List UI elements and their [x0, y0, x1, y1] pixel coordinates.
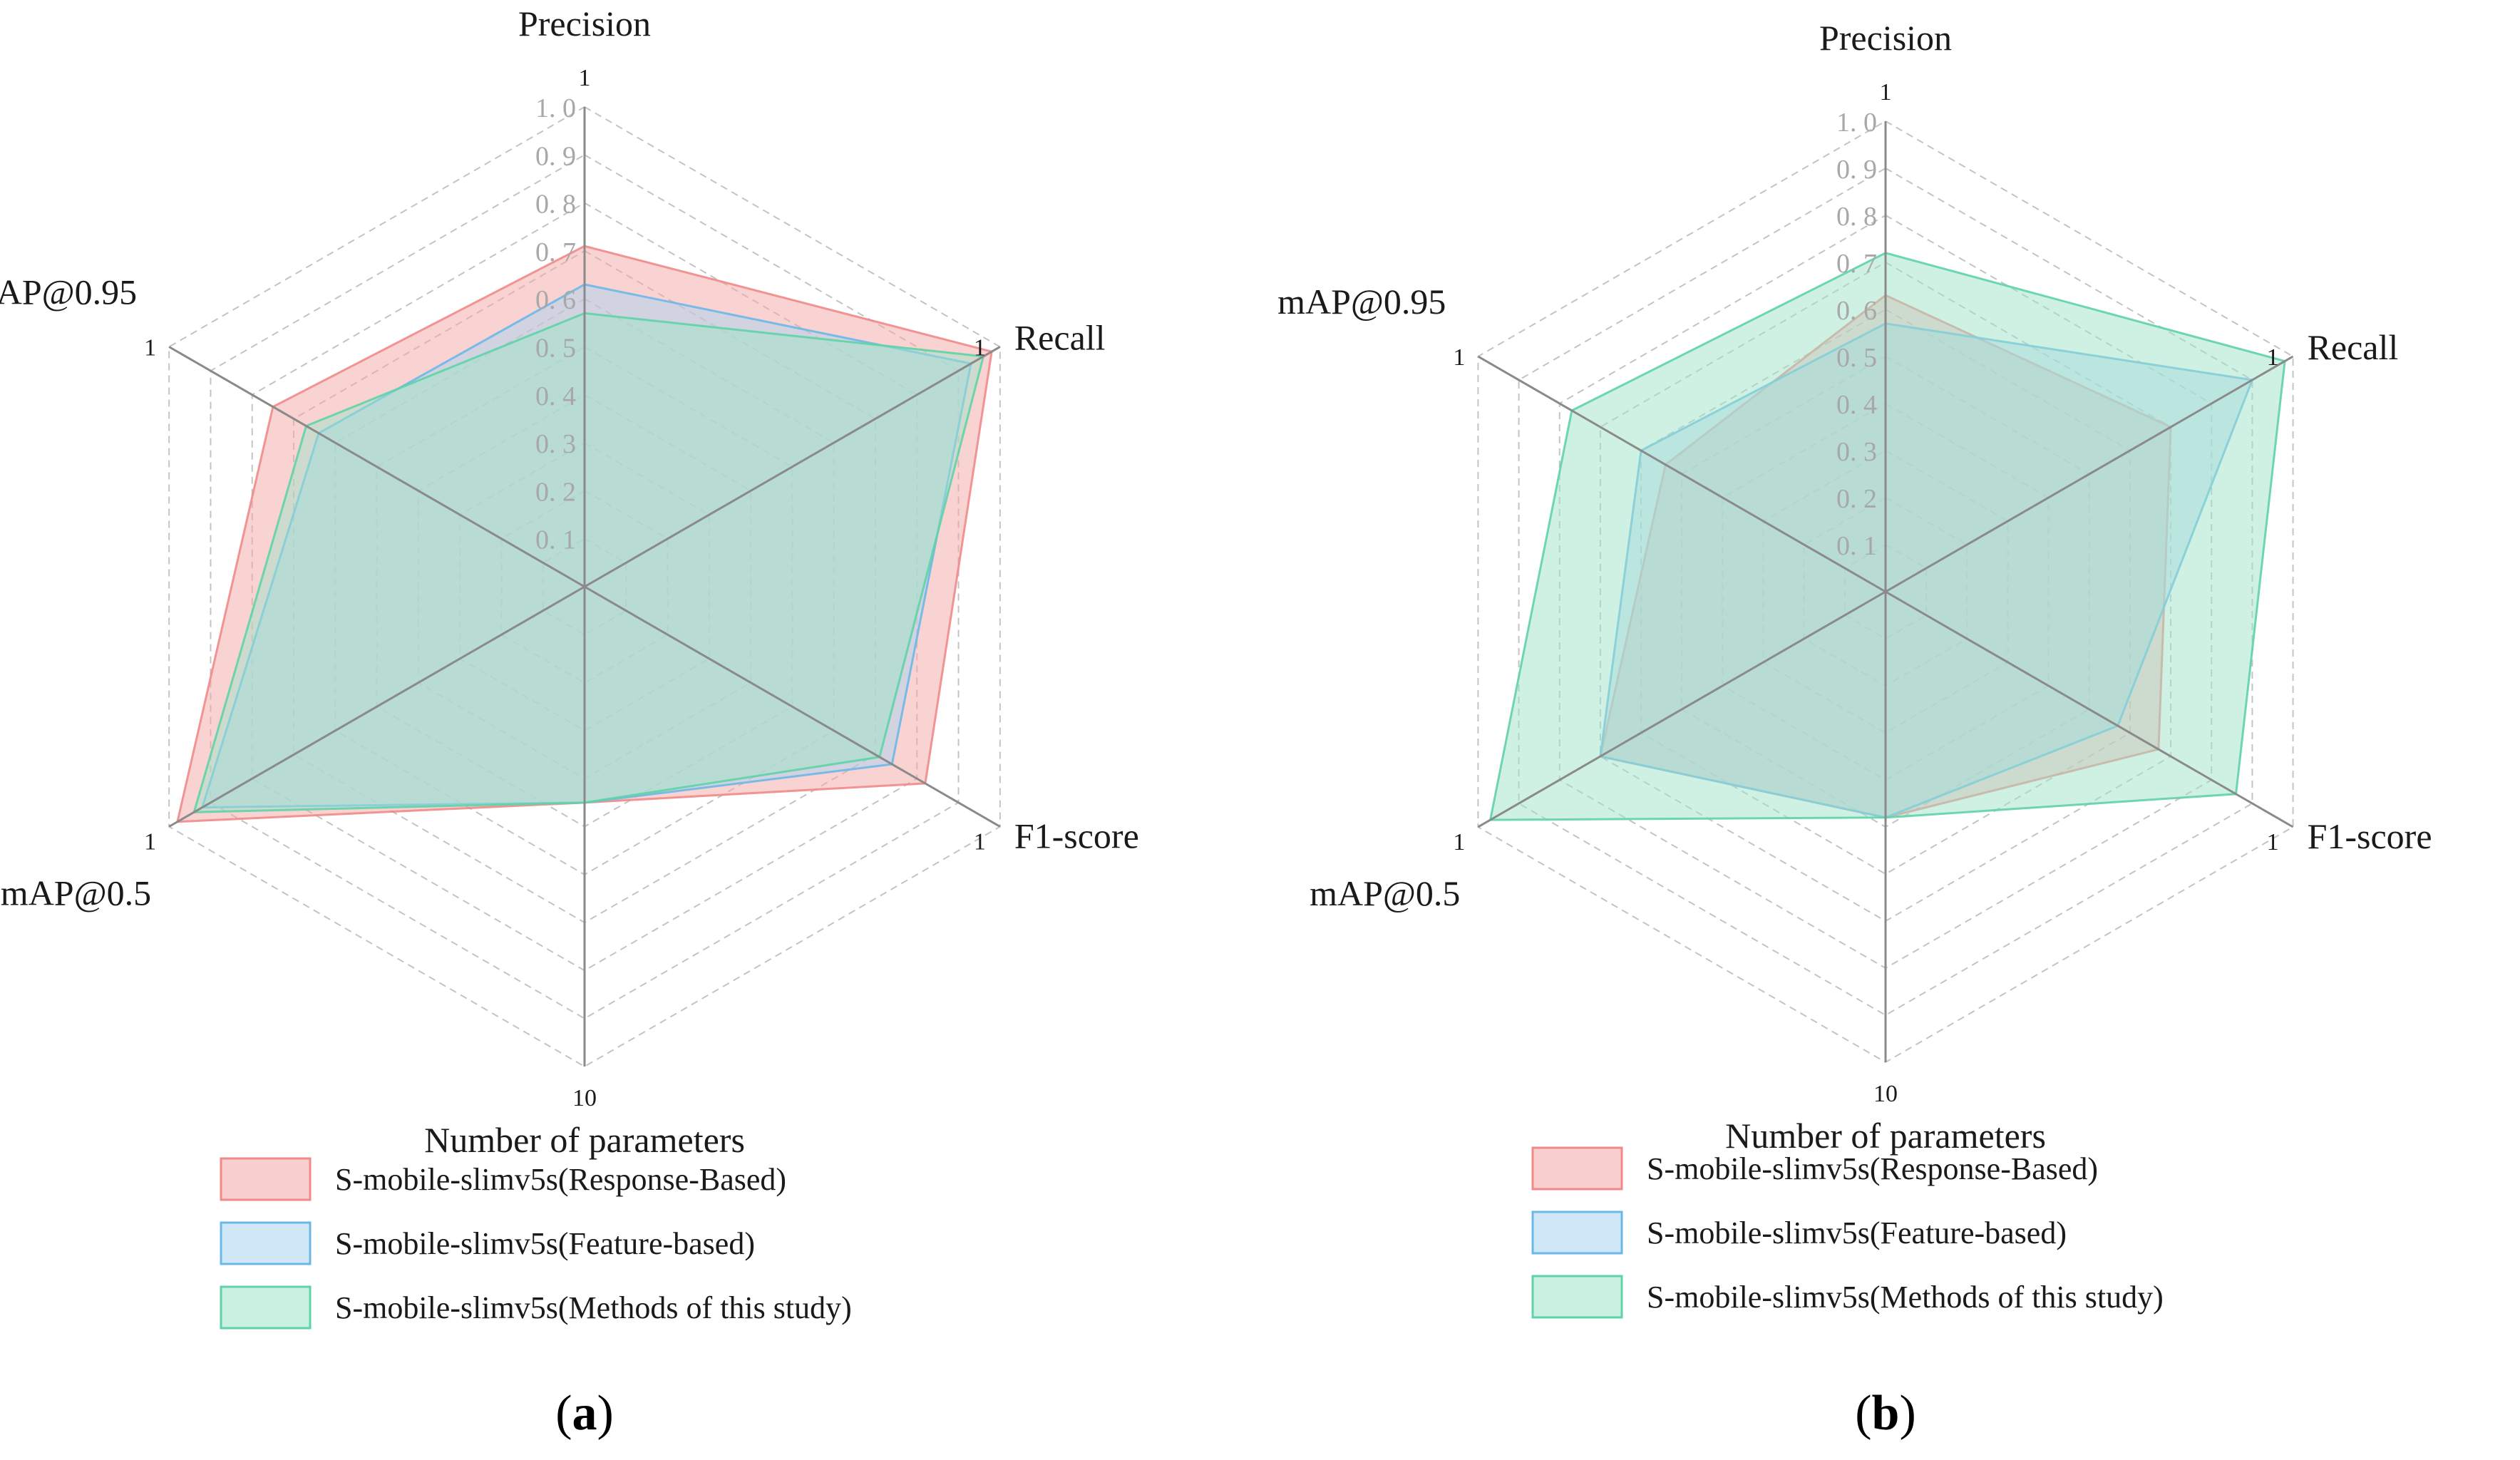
- tick-label: 1. 0: [535, 93, 576, 123]
- axis-title-map-0-95: mAP@0.95: [0, 272, 137, 312]
- tick-label: 0. 9: [1836, 155, 1877, 185]
- axis-title-recall: Recall: [1014, 318, 1106, 358]
- axis-max-label: 1: [1880, 79, 1892, 106]
- legend-swatch: [220, 1157, 312, 1201]
- panel-label: (a): [555, 1386, 614, 1441]
- axis-line: [1885, 355, 2294, 593]
- legend-label: S-mobile-slimv5s(Response-Based): [1647, 1151, 2098, 1186]
- tick-label: 0. 4: [1836, 390, 1877, 420]
- axis-max-label: 1: [579, 65, 591, 91]
- axis-max-label: 10: [572, 1085, 597, 1111]
- series-area-s-mobile-slimv5s-methods-of-this-study: [1488, 252, 2286, 821]
- panel-label-open: (: [555, 1386, 572, 1441]
- legend-label: S-mobile-slimv5s(Feature-based): [335, 1226, 755, 1261]
- panel-label-letter: a: [572, 1386, 597, 1441]
- tick-label: 0. 6: [535, 285, 576, 315]
- axis-title-precision: Precision: [518, 4, 651, 43]
- axis-line: [584, 346, 1001, 588]
- legend: S-mobile-slimv5s(Response-Based) S-mobile…: [220, 1157, 852, 1330]
- panel-label: (b): [1855, 1386, 1916, 1441]
- panel-label-open: (: [1855, 1386, 1871, 1441]
- axis-line: [1477, 355, 1886, 593]
- legend-swatch: [220, 1285, 312, 1330]
- legend-label: S-mobile-slimv5s(Methods of this study): [335, 1290, 852, 1325]
- axis-max-label: 1: [974, 335, 986, 361]
- tick-label: 0. 2: [535, 477, 576, 507]
- tick-label: 0. 3: [1836, 437, 1877, 467]
- legend-label: S-mobile-slimv5s(Feature-based): [1647, 1215, 2067, 1250]
- tick-label: 0. 2: [1836, 484, 1877, 514]
- axis-max-label: 1: [1453, 344, 1465, 371]
- axis-max-label: 1: [2267, 829, 2279, 855]
- axis-title-f1-score: F1-score: [2308, 816, 2432, 856]
- panel-label-close: ): [1899, 1386, 1915, 1441]
- tick-label: 0. 5: [535, 334, 576, 364]
- axis-title-recall: Recall: [2308, 327, 2399, 367]
- tick-label: 0. 8: [1836, 202, 1877, 232]
- legend-label: S-mobile-slimv5s(Methods of this study): [1647, 1280, 2164, 1315]
- axis-title-map-0-5: mAP@0.5: [1310, 873, 1460, 913]
- axis-title-f1-score: F1-score: [1014, 816, 1139, 856]
- axis-max-label: 1: [2267, 344, 2279, 371]
- legend-label: S-mobile-slimv5s(Response-Based): [335, 1162, 786, 1197]
- tick-label: 0. 9: [535, 141, 576, 171]
- axis-title-number-of-parameters: Number of parameters: [424, 1120, 745, 1160]
- axis-title-precision: Precision: [1819, 18, 1952, 58]
- axis-max-label: 1: [144, 829, 156, 855]
- tick-label: 0. 5: [1836, 343, 1877, 373]
- legend-swatch: [1531, 1210, 1623, 1255]
- axis-title-number-of-parameters: Number of parameters: [1725, 1116, 2046, 1156]
- tick-label: 0. 4: [535, 381, 576, 411]
- tick-label: 0. 1: [1836, 531, 1877, 561]
- tick-label: 0. 7: [1836, 249, 1877, 279]
- radar-panel-b: 0. 1 0. 2 0. 3 0. 4 0. 5 0. 6 0. 7 0. 8 0. 9 1. 0…: [1277, 18, 2432, 1441]
- radar-panel-a: 0. 1 0. 2 0. 3 0. 4 0. 5 0. 6 0. 7 0. 8 0. 9 1. 0…: [0, 4, 1139, 1441]
- tick-label: 0. 8: [535, 190, 576, 220]
- panel-label-close: ): [597, 1386, 614, 1441]
- axis-line: [168, 585, 585, 828]
- legend: S-mobile-slimv5s(Response-Based) S-mobile…: [1531, 1146, 2164, 1319]
- tick-label: 0. 3: [535, 429, 576, 459]
- legend-swatch: [1531, 1146, 1623, 1191]
- axis-max-label: 1: [1453, 829, 1465, 855]
- axis-title-map-0-5: mAP@0.5: [1, 873, 151, 913]
- axis-line: [168, 346, 585, 588]
- axis-max-label: 1: [144, 335, 156, 361]
- tick-label: 0. 1: [535, 525, 576, 555]
- tick-label: 1. 0: [1836, 108, 1877, 138]
- axis-max-label: 10: [1873, 1081, 1898, 1107]
- axis-line: [1477, 590, 1886, 828]
- panel-label-letter: b: [1872, 1386, 1900, 1441]
- legend-swatch: [220, 1221, 312, 1265]
- axis-max-label: 1: [974, 829, 986, 855]
- legend-swatch: [1531, 1275, 1623, 1319]
- tick-label: 0. 7: [535, 237, 576, 267]
- axis-line: [584, 585, 1001, 828]
- tick-label: 0. 6: [1836, 296, 1877, 326]
- axis-title-map-0-95: mAP@0.95: [1277, 282, 1446, 322]
- axis-line: [1885, 590, 2294, 828]
